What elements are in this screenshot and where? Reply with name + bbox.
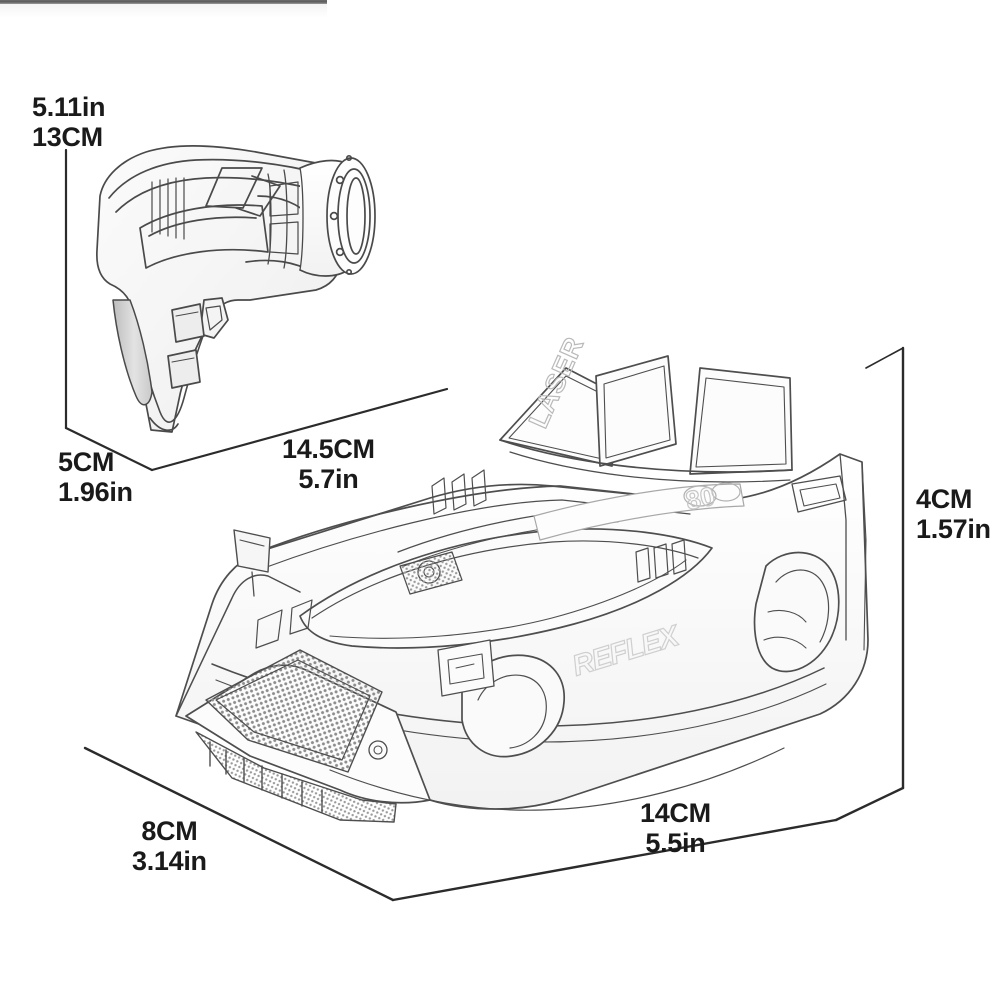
- dimension-car-width: 8CM 3.14in: [132, 816, 207, 876]
- laser-controller-drawing: [96, 145, 376, 433]
- dimension-car-width-imperial: 3.14in: [132, 846, 207, 877]
- hood-badge-number: 80: [683, 481, 718, 516]
- top-edge-bar-shadow: [0, 4, 327, 18]
- dimension-car-width-metric: 8CM: [141, 816, 198, 846]
- dimension-controller-length: 14.5CM 5.7in: [282, 434, 375, 494]
- controller-dimension-lines: [64, 148, 449, 472]
- dimension-car-height-metric: 4CM: [916, 484, 973, 514]
- top-edge-bar: [0, 0, 327, 4]
- dimension-controller-length-metric: 14.5CM: [282, 434, 375, 464]
- dimension-controller-height-metric: 13CM: [32, 122, 103, 153]
- dimension-controller-depth: 5CM 1.96in: [58, 447, 133, 507]
- dimension-controller-height: 5.11in 13CM: [32, 92, 106, 153]
- dimension-car-length-imperial: 5.5in: [645, 828, 706, 859]
- dimension-car-height-imperial: 1.57in: [916, 514, 991, 545]
- dimension-car-length: 14CM 5.5in: [640, 798, 711, 858]
- dimension-controller-height-imperial: 5.11in: [32, 92, 106, 122]
- rc-car-drawing: [175, 355, 869, 823]
- dimension-controller-depth-metric: 5CM: [58, 447, 115, 477]
- rear-spoiler: [499, 355, 793, 483]
- dimension-car-length-metric: 14CM: [640, 798, 711, 828]
- dimension-controller-length-imperial: 5.7in: [298, 464, 359, 495]
- car-dimension-lines: [83, 346, 905, 902]
- dimension-controller-depth-imperial: 1.96in: [58, 477, 133, 508]
- dimension-car-height: 4CM 1.57in: [916, 484, 991, 544]
